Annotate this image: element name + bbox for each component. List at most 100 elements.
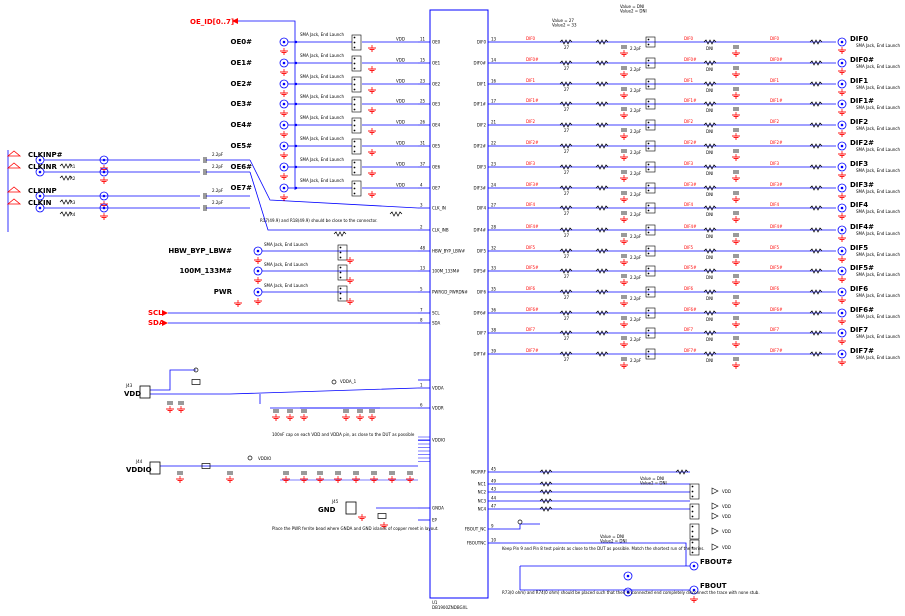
dni-resistor-value: DNI [706,234,713,239]
ic-pin-name: DIF3 [477,165,487,170]
control-jumper-pin [339,297,342,300]
clock-route [249,159,419,209]
ic-pin-number: 37 [420,162,426,167]
oe-input-label: OE3# [231,100,253,108]
output-net-label-2: DIF0# [770,57,783,62]
output-net-label-2: DIF4# [770,224,783,229]
gnd-ferrite [377,513,387,519]
ic-pin-number: 5 [420,287,423,292]
output-header [645,327,656,339]
control-sma-text: SMA Jack, End Launch [264,242,309,247]
bias-resistor [333,231,347,237]
output-probe-label: DIF5# [684,265,697,270]
ic-pin-name: OE1 [432,61,441,66]
vddio-ferrite [201,463,211,469]
series-resistor [559,330,573,336]
ic-pin-name: EP [432,518,438,523]
output-zero-ohm [809,289,823,295]
output-net-label: DIF3# [526,182,539,187]
oe-jumper-pin [353,62,356,65]
series-resistor-value: 27 [564,211,570,216]
junction-dot [294,165,298,169]
output-sma-text: SMA Jack, End Launch [856,252,901,257]
oe-jumper-pin [353,129,356,132]
output-header [645,202,656,214]
series-resistor-2 [595,101,609,107]
series-resistor-2 [595,122,609,128]
clock-input-ground-triangle-icon [8,187,20,192]
series-resistor [559,39,573,45]
dni-resistor-value: DNI [706,46,713,51]
output-probe-label: DIF3# [684,182,697,187]
output-sma-icon [837,328,847,338]
ic-pin-number: 10 [491,538,497,543]
ic-pin-number: 35 [491,287,497,292]
output-connector-label: DIF6 [850,285,868,293]
output-header-pin [647,163,650,166]
dni-resistor-value: DNI [706,255,713,260]
series-resistor-2 [595,227,609,233]
output-header-pin [647,100,650,103]
ic-pin-name: CLK_IN [432,206,446,211]
output-header [645,36,656,48]
output-header-pin [647,59,650,62]
control-jumper [337,264,348,281]
dni-resistor-value: DNI [706,150,713,155]
fbout-connector-label: FBOUT# [700,558,733,566]
output-header-pin [647,226,650,229]
oe-input-label: OE0# [231,38,253,46]
series-resistor-2 [595,248,609,254]
output-cap-value: 2.2pF [630,212,642,217]
output-cap-value: 2.2pF [630,358,642,363]
ic-pin-number: 47 [491,504,497,509]
output-header [645,245,656,257]
oe-jumper-pin [353,182,356,185]
output-net-label-2: DIF5 [770,245,780,250]
oe-jumper-pin [353,171,356,174]
output-sma-text: SMA Jack, End Launch [856,334,901,339]
nc-header [689,523,700,540]
dni-resistor [703,351,717,357]
output-sma-icon-pin [840,40,844,44]
oe-vdd-label: VDD [396,120,405,125]
control-jumper-pin [339,251,342,254]
fbout-test-point-icon [517,519,523,525]
output-sma-icon-pin [840,290,844,294]
oe-sma-text: SMA Jack, End Launch [300,32,345,37]
output-header-pin [647,80,650,83]
vddio-test-point-icon [247,455,253,461]
nc-header-pin [691,551,694,554]
output-zero-ohm [809,185,823,191]
ic-pin-name: OE0 [432,40,441,45]
control-input-label: HBW_BYP_LBW# [168,247,232,255]
nc-resistor [539,489,553,495]
output-sma-text: SMA Jack, End Launch [856,168,901,173]
input-triangle-icon [6,198,22,205]
oe-jumper-pin [353,67,356,70]
ic-pin-number: 1 [420,383,423,388]
ic-pin-number: 21 [491,120,497,125]
series-resistor [559,310,573,316]
output-header-pin [647,85,650,88]
dni-resistor [703,268,717,274]
dni-resistor [703,81,717,87]
output-sma-icon-pin [840,61,844,65]
oe-jumper [351,159,362,176]
dni-resistor-value: DNI [706,358,713,363]
output-zero-ohm [809,81,823,87]
oe-vdd-label: VDD [396,141,405,146]
vdd-pin-label: VDD [722,545,731,550]
output-sma-text: SMA Jack, End Launch [856,147,901,152]
fb-value-annotation-line: Value2 = DNI [600,539,627,544]
ic-pin-number: 45 [491,467,497,472]
output-header-pin [647,142,650,145]
output-net-label-2: DIF1# [770,98,783,103]
oe-jumper [351,117,362,134]
oe-jumper-pin [353,119,356,122]
dni-resistor [703,227,717,233]
vdd-ferrite [191,379,201,385]
output-header-pin [647,105,650,108]
gnd-connector [345,501,357,515]
junction-dot [294,123,298,127]
ic-pin-name: OE3 [432,102,441,107]
